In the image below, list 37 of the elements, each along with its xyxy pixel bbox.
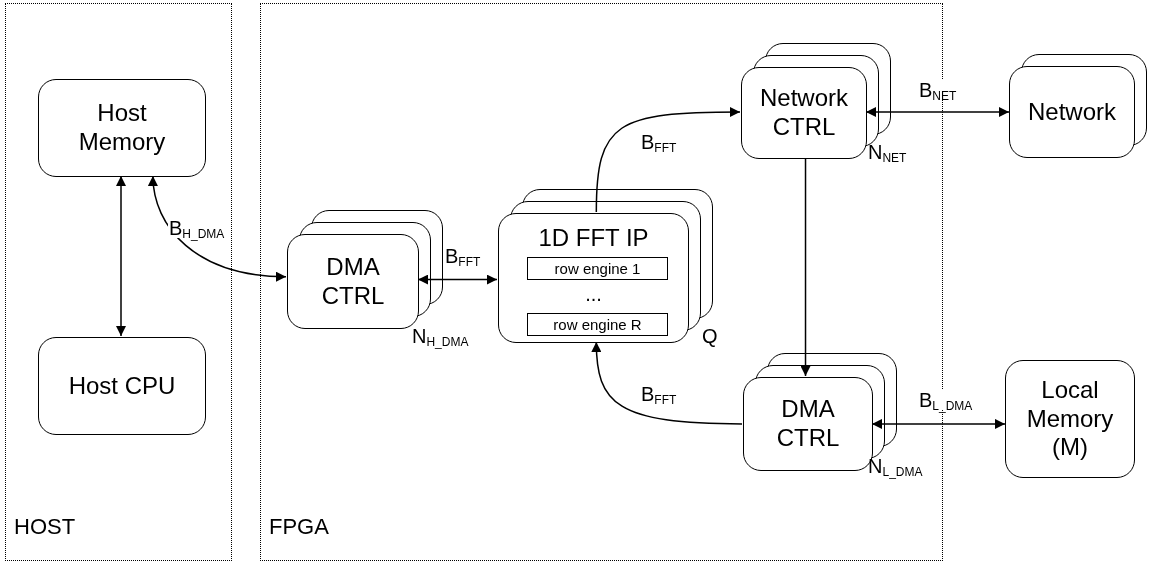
engine-box xyxy=(527,257,668,280)
count-label: N$_{NET}$ xyxy=(868,142,907,162)
box-label: Host Memory xyxy=(77,99,167,157)
engine-label: row engine R xyxy=(553,317,642,332)
engine-label: row engine 1 xyxy=(554,261,641,276)
edge-label: B$_{FFT}$ xyxy=(640,132,678,152)
box-label: DMA CTRL xyxy=(320,252,386,311)
arrow xyxy=(591,341,743,425)
box-label: Network xyxy=(1028,97,1116,127)
count-label: Q xyxy=(702,326,718,346)
arrow xyxy=(116,175,126,337)
box-label: Local Memory (M) xyxy=(1025,375,1115,463)
engine-box xyxy=(527,313,668,336)
region-label: FPGA xyxy=(269,516,329,538)
process-box xyxy=(498,213,689,343)
arrow xyxy=(800,157,811,377)
region-frame xyxy=(5,3,232,561)
process-box xyxy=(38,337,206,435)
process-box xyxy=(741,67,867,159)
edge-label: B$_{FFT}$ xyxy=(640,384,678,404)
arrow xyxy=(865,107,1010,117)
arrow xyxy=(871,418,1006,429)
process-box xyxy=(1009,66,1135,158)
process-box xyxy=(287,234,419,329)
box-label: DMA CTRL xyxy=(775,395,841,453)
block-title: 1D FFT IP xyxy=(537,226,650,250)
box-label: Host CPU xyxy=(68,371,176,401)
box-label: Network CTRL xyxy=(759,84,849,142)
edge-label: B$_{FFT}$ xyxy=(444,246,482,266)
arrow xyxy=(595,107,741,213)
region-label: HOST xyxy=(14,516,76,538)
process-box xyxy=(1005,360,1135,478)
arrow xyxy=(417,274,498,285)
process-box xyxy=(38,79,206,177)
arrow xyxy=(148,175,287,282)
edge-label: B$_{NET}$ xyxy=(918,80,958,100)
ellipsis-text: ... xyxy=(584,284,603,304)
